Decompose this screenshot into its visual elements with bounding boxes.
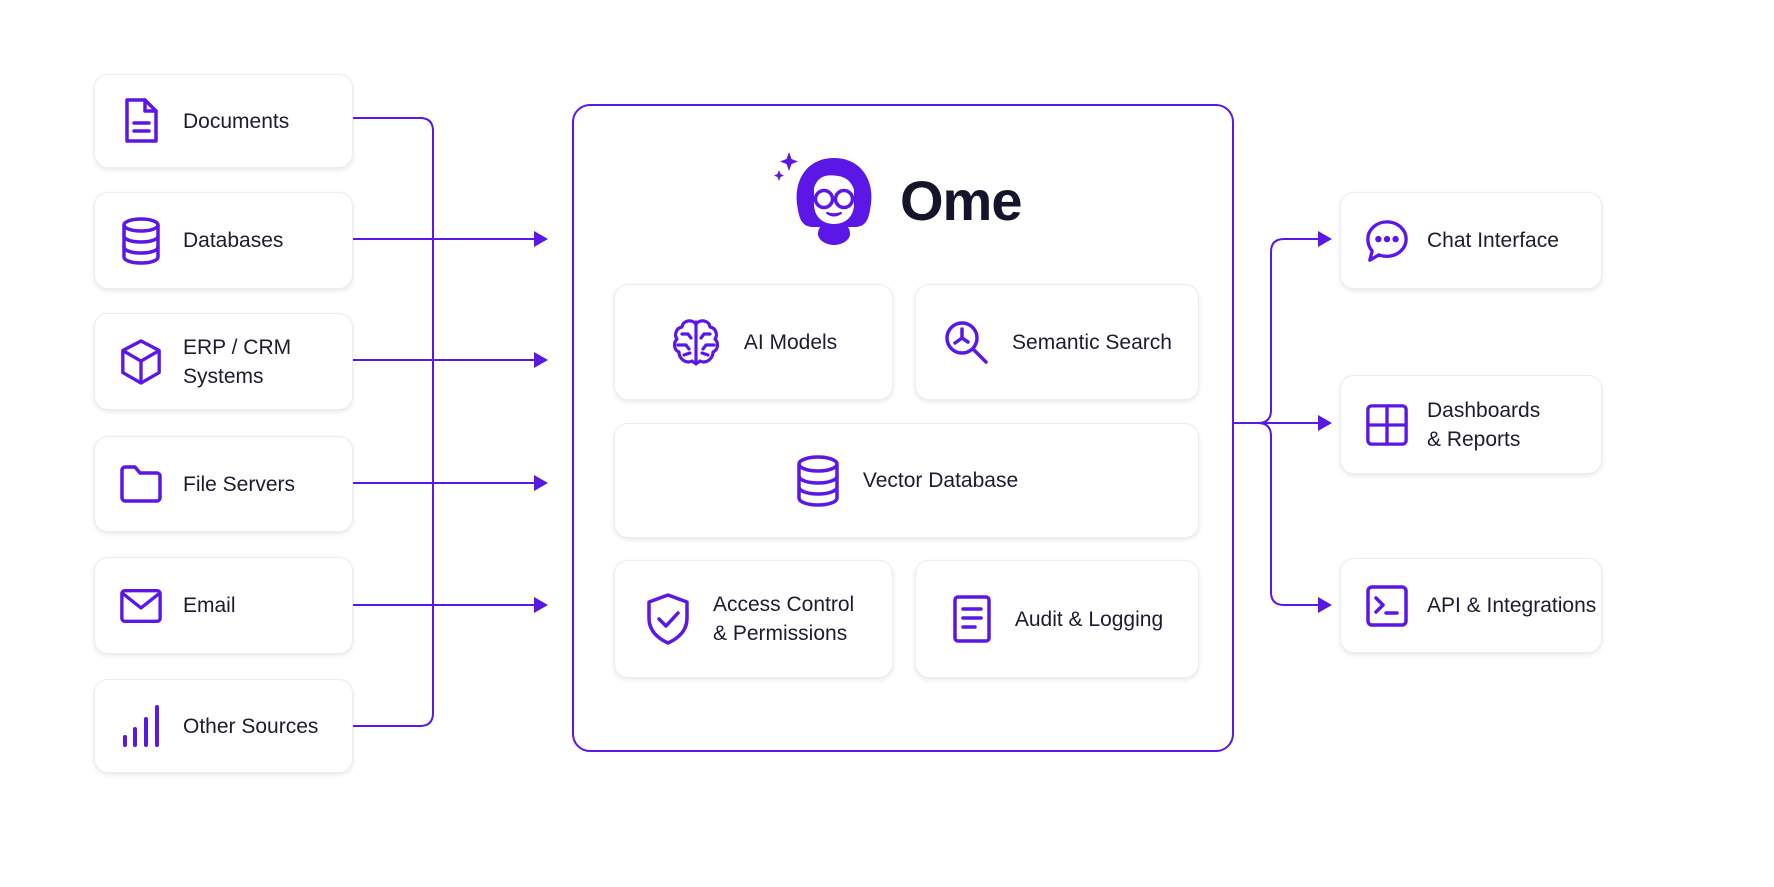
shield-check-icon	[645, 592, 691, 646]
source-label: Documents	[183, 109, 290, 133]
core-label: Vector Database	[862, 469, 1019, 492]
chat-bubble-icon	[1365, 218, 1409, 264]
arrow-head	[534, 352, 548, 368]
terminal-icon	[1365, 584, 1409, 628]
source-file-servers[interactable]: File Servers	[94, 436, 353, 532]
source-label: Other Sources	[183, 714, 319, 738]
document-icon	[119, 97, 163, 145]
output-label: API & Integrations	[1427, 594, 1597, 617]
search-icon	[942, 318, 990, 366]
arrow-head	[534, 231, 548, 247]
database-icon	[119, 216, 163, 266]
arrow-head	[534, 475, 548, 491]
bar-chart-icon	[119, 704, 163, 748]
output-label: Dashboards & Reports	[1427, 398, 1541, 451]
core-semantic-search[interactable]: Semantic Search	[915, 284, 1199, 400]
core-label: Audit & Logging	[1014, 607, 1164, 631]
arrow-head	[534, 597, 548, 613]
source-other[interactable]: Other Sources	[94, 679, 353, 773]
dashboard-grid-icon	[1365, 402, 1409, 448]
core-label: AI Models	[743, 330, 838, 354]
core-access-control[interactable]: Access Control & Permissions	[614, 560, 893, 678]
brain-icon	[670, 316, 722, 368]
mail-icon	[119, 587, 163, 625]
database-icon	[795, 454, 841, 508]
core-ai-models[interactable]: AI Models	[614, 284, 893, 400]
ome-avatar-icon	[772, 148, 884, 253]
output-dashboards[interactable]: Dashboards & Reports	[1340, 375, 1602, 474]
source-label: Email	[183, 594, 236, 617]
arrow-head	[1318, 415, 1332, 431]
arrow-head	[1318, 597, 1332, 613]
core-vector-database[interactable]: Vector Database	[614, 423, 1199, 538]
brand-name: Ome	[900, 168, 1022, 232]
source-databases[interactable]: Databases	[94, 192, 353, 289]
output-chat-interface[interactable]: Chat Interface	[1340, 192, 1602, 289]
source-label: File Servers	[183, 472, 296, 496]
log-document-icon	[951, 594, 993, 644]
brand-logo: Ome	[772, 150, 1022, 250]
core-label: Semantic Search	[1012, 330, 1172, 354]
arrow-head	[1318, 231, 1332, 247]
output-api-integrations[interactable]: API & Integrations	[1340, 558, 1602, 653]
core-label: Access Control & Permissions	[713, 593, 855, 645]
output-label: Chat Interface	[1427, 229, 1559, 252]
core-audit-logging[interactable]: Audit & Logging	[915, 560, 1199, 678]
cube-icon	[119, 337, 163, 387]
folder-icon	[119, 464, 163, 504]
source-label: ERP / CRM Systems	[183, 335, 292, 388]
source-erp-crm[interactable]: ERP / CRM Systems	[94, 313, 353, 410]
source-email[interactable]: Email	[94, 557, 353, 654]
source-documents[interactable]: Documents	[94, 74, 353, 168]
source-label: Databases	[183, 229, 284, 252]
